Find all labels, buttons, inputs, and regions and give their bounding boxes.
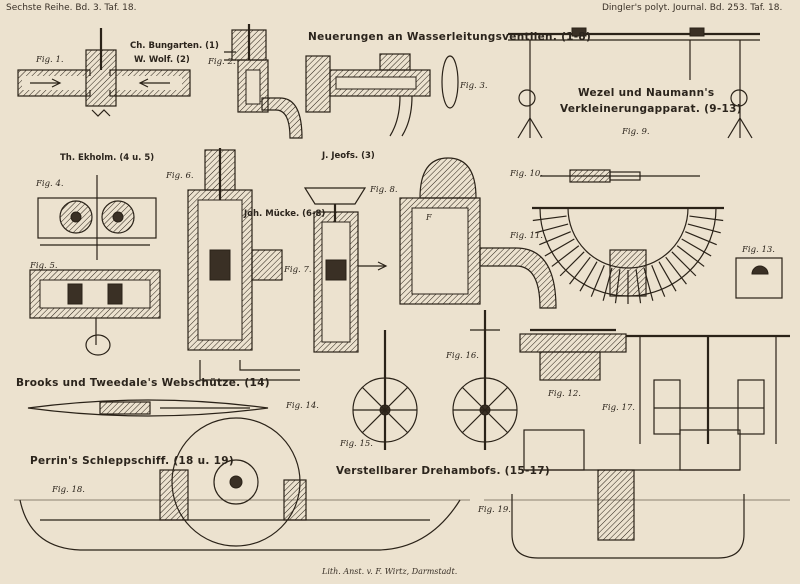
fig6-drawing <box>187 148 300 381</box>
fig12-label: Fig. 12. <box>548 389 581 399</box>
fig7-label: Fig. 7. <box>284 265 312 275</box>
fig2-drawing <box>224 24 303 139</box>
title-ventile: Neuerungen an Wasserleitungsventilen. (1… <box>308 31 592 43</box>
fig15-label: Fig. 15. <box>340 439 373 449</box>
title-drehambos: Verstellbarer Drehambofs. (15-17) <box>336 465 550 477</box>
comb-tooth <box>676 245 705 267</box>
fig18-label: Fig. 18. <box>52 485 85 495</box>
fig15-drawing <box>352 330 418 450</box>
fig10-drawing <box>540 169 700 183</box>
fig5-label: Fig. 5. <box>30 261 58 271</box>
comb-tooth <box>681 238 712 257</box>
fig3-drawing <box>305 53 459 137</box>
fig18-drawing <box>14 417 470 551</box>
title-brooks: Brooks und Tweedale's Webschütze. (14) <box>16 377 270 389</box>
title-wolf: W. Wolf. (2) <box>134 55 190 65</box>
fig2-label: Fig. 2. <box>208 57 236 67</box>
fig1-drawing <box>17 28 191 117</box>
fig8-drawing: F <box>399 157 557 309</box>
title-perrin: Perrin's Schleppschiff. (18 u. 19) <box>30 455 234 467</box>
fig9-drawing <box>508 27 760 139</box>
comb-tooth <box>689 215 724 222</box>
comb-tooth <box>579 261 598 292</box>
fig13-label: Fig. 13. <box>742 245 775 255</box>
comb-tooth <box>544 238 575 257</box>
comb-tooth <box>685 231 717 246</box>
comb-tooth <box>569 256 591 285</box>
fig8-label: Fig. 8. <box>370 185 398 195</box>
title-wezel-1: Wezel und Naumann's <box>578 87 715 99</box>
fig11-label: Fig. 11. <box>510 231 543 241</box>
fig6-label: Fig. 6. <box>166 171 194 181</box>
comb-tooth <box>614 269 621 304</box>
plate-series-label: Sechste Reihe. Bd. 3. Taf. 18. <box>6 3 137 13</box>
fig1-label: Fig. 1. <box>36 55 64 65</box>
fig16-drawing <box>452 310 518 450</box>
comb-tooth <box>658 261 677 292</box>
fig9-label: Fig. 9. <box>622 127 650 137</box>
fig4-label: Fig. 4. <box>36 179 64 189</box>
title-ekholm: Th. Ekholm. (4 u. 5) <box>60 153 155 163</box>
title-bungarten: Ch. Bungarten. (1) <box>130 41 219 51</box>
fig10-label: Fig. 10. <box>510 169 543 179</box>
fig12-drawing <box>519 328 627 381</box>
comb-tooth <box>651 265 666 297</box>
comb-tooth <box>590 265 605 297</box>
comb-tooth <box>665 256 687 285</box>
comb-tooth <box>643 267 654 301</box>
comb-tooth <box>539 231 571 246</box>
fig13-drawing <box>735 257 783 299</box>
fig14-label: Fig. 14. <box>286 401 319 411</box>
comb-tooth <box>671 251 697 277</box>
comb-tooth <box>551 245 580 267</box>
fig3-label: Fig. 3. <box>460 81 488 91</box>
svg-text:F: F <box>425 213 432 222</box>
fig14-drawing <box>27 399 269 417</box>
fig19-label: Fig. 19. <box>478 505 511 515</box>
fig17-drawing <box>626 334 790 444</box>
fig16-label: Fig. 16. <box>446 351 479 361</box>
comb-tooth <box>535 223 569 234</box>
fig11-drawing <box>532 206 724 304</box>
title-muecke: Joh. Mücke. (6-8) <box>244 209 326 219</box>
comb-tooth <box>532 215 567 222</box>
title-jeofs: J. Jeofs. (3) <box>322 151 375 161</box>
fig4-drawing <box>37 175 157 260</box>
title-wezel-2: Verkleinerungapparat. (9-13) <box>560 103 742 115</box>
journal-label: Dingler's polyt. Journal. Bd. 253. Taf. … <box>602 3 783 13</box>
fig7-drawing <box>303 187 388 353</box>
fig19-drawing <box>484 429 790 559</box>
comb-tooth <box>687 223 721 234</box>
comb-tooth <box>559 251 585 277</box>
fig5-drawing <box>29 269 161 356</box>
comb-tooth <box>602 267 613 301</box>
comb-tooth <box>635 269 642 304</box>
lithographer-credit: Lith. Anst. v. F. Wirtz, Darmstadt. <box>322 567 458 576</box>
fig17-label: Fig. 17. <box>602 403 635 413</box>
